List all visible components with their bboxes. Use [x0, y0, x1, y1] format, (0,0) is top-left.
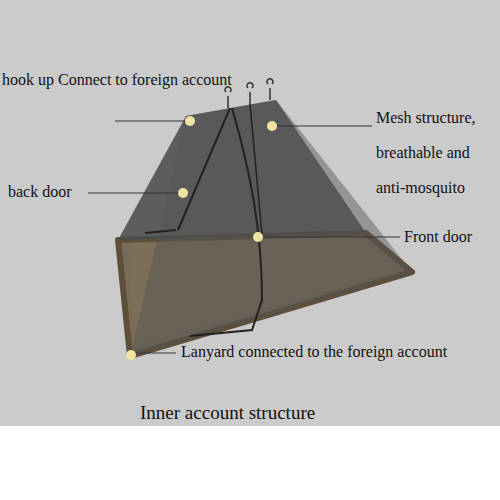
part-label: back door	[8, 182, 72, 202]
part-label: hook up Connect to foreign account	[2, 70, 232, 90]
leader-line	[115, 121, 186, 122]
callout-dot	[178, 188, 188, 198]
back-door-edge	[145, 230, 176, 233]
leader-line	[262, 237, 400, 238]
front-mesh-wall	[130, 100, 412, 356]
grey-ground	[0, 0, 500, 426]
white-band	[0, 426, 500, 500]
hook	[267, 79, 273, 100]
callout-dot	[267, 121, 277, 131]
door-seam	[178, 108, 230, 230]
leader-line	[88, 193, 179, 194]
callout-dot	[253, 232, 263, 242]
leader-line	[276, 126, 372, 127]
hook	[247, 83, 253, 104]
part-label: Mesh structure, breathable and anti-mosq…	[376, 100, 496, 205]
seam-line	[250, 104, 262, 235]
callout-dot	[126, 350, 136, 360]
callout-dot	[185, 116, 195, 126]
diagram-caption: Inner account structure	[140, 401, 315, 425]
front-door-zip	[190, 108, 262, 336]
hook	[225, 87, 231, 108]
part-label: Front door	[404, 227, 472, 247]
leader-line	[135, 353, 176, 354]
part-label: Lanyard connected to the foreign account	[181, 342, 447, 362]
